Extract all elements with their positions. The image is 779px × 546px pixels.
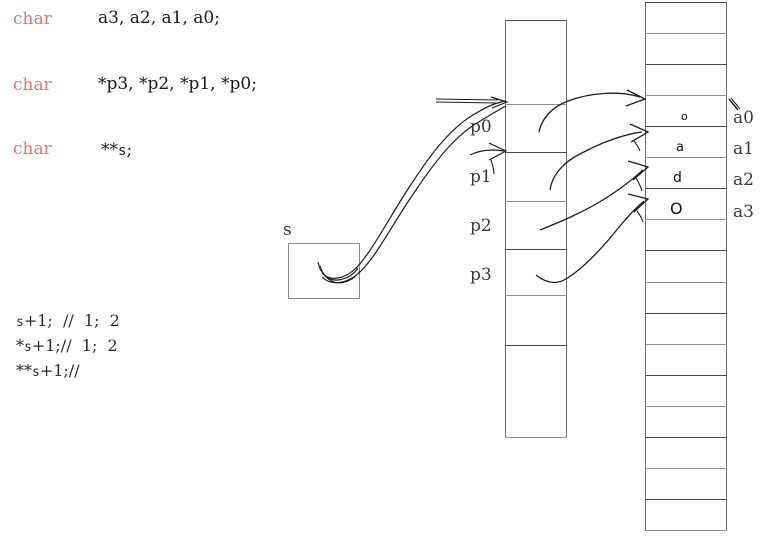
pointer-label-p0: p0 xyxy=(470,117,492,137)
pointer-row-divider xyxy=(505,437,567,438)
pointer-row-divider xyxy=(505,249,567,250)
char-row-divider xyxy=(645,250,727,251)
char-cell-mark-a0: o xyxy=(681,110,688,123)
char-column-left-edge xyxy=(645,2,646,530)
pointer-row-divider xyxy=(505,152,567,153)
declaration-text-3: **s; xyxy=(101,142,132,159)
char-row-divider xyxy=(645,2,727,3)
pointer-row-divider xyxy=(505,345,567,346)
pointer-row-divider xyxy=(505,104,567,105)
declaration-3-prefix: ** xyxy=(101,140,118,160)
code-line-1-ident: s xyxy=(16,315,24,330)
char-row-divider xyxy=(645,406,727,407)
char-row-divider xyxy=(645,95,727,96)
code-line-3: **s+1;// xyxy=(16,361,80,380)
char-row-divider xyxy=(645,375,727,376)
code-line-2: *s+1;// 1; 2 xyxy=(16,336,118,355)
declaration-keyword-3: char xyxy=(13,139,52,159)
char-cell-mark-a2: d xyxy=(673,170,682,186)
declaration-keyword-2: char xyxy=(13,75,52,95)
char-row-divider xyxy=(645,33,727,34)
char-label-a0: a0 xyxy=(733,108,754,128)
pointer-row-divider xyxy=(505,201,567,202)
char-column-right-edge xyxy=(726,2,727,530)
s-box-label: s xyxy=(283,220,292,240)
char-row-divider xyxy=(645,126,727,127)
pointer-row-divider xyxy=(505,20,567,21)
declaration-text-2: *p3, *p2, *p1, *p0; xyxy=(98,74,257,94)
code-line-2-ident: s xyxy=(24,340,32,355)
declaration-3-ident: s xyxy=(118,143,127,159)
code-line-3-ident: s xyxy=(32,365,40,380)
code-line-3-prefix: ** xyxy=(16,361,32,380)
char-cell-mark-a1: a xyxy=(676,140,684,155)
char-label-a3: a3 xyxy=(733,202,754,222)
pointer-array-column xyxy=(505,20,567,438)
char-row-divider xyxy=(645,499,727,500)
pointer-label-p2: p2 xyxy=(470,216,492,236)
char-row-divider xyxy=(645,157,727,158)
code-line-1: s+1; // 1; 2 xyxy=(16,311,120,330)
code-line-1-rest: +1; // 1; 2 xyxy=(23,311,120,330)
char-row-divider xyxy=(645,219,727,220)
char-row-divider xyxy=(645,437,727,438)
s-variable-box xyxy=(288,243,360,299)
char-row-divider xyxy=(645,282,727,283)
code-line-2-prefix: * xyxy=(16,336,24,355)
pointer-column-right-edge xyxy=(566,20,567,438)
char-row-divider xyxy=(645,64,727,65)
char-row-divider xyxy=(645,530,727,531)
pointer-column-left-edge xyxy=(505,20,506,438)
char-label-a1: a1 xyxy=(733,139,754,159)
declaration-keyword-1: char xyxy=(13,9,52,29)
char-row-divider xyxy=(645,313,727,314)
char-row-divider xyxy=(645,188,727,189)
code-line-2-rest: +1;// 1; 2 xyxy=(31,336,118,355)
pointer-label-p1: p1 xyxy=(470,167,492,187)
char-label-a2: a2 xyxy=(733,170,754,190)
declaration-text-1: a3, a2, a1, a0; xyxy=(98,8,220,28)
char-cell-mark-a3: O xyxy=(670,199,683,218)
char-array-column xyxy=(645,2,727,531)
char-row-divider xyxy=(645,468,727,469)
pointer-row-divider xyxy=(505,295,567,296)
pointer-label-p3: p3 xyxy=(470,265,492,285)
code-line-3-rest: +1;// xyxy=(39,361,80,380)
char-row-divider xyxy=(645,344,727,345)
declaration-3-suffix: ; xyxy=(126,140,133,160)
